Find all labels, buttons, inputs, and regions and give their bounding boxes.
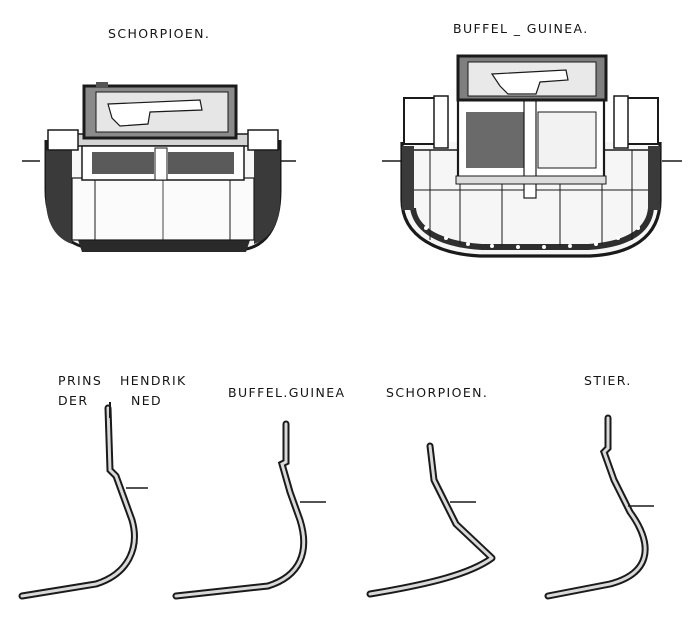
label-prins-line1a: PRINS xyxy=(58,373,103,388)
label-stier-profile: STIER. xyxy=(584,373,632,388)
label-prins-line2b: NED xyxy=(131,393,163,408)
label-schorpioen-profile: SCHORPIOEN. xyxy=(386,385,489,400)
label-prins-line1b: HENDRIK xyxy=(120,373,187,388)
profile-buffel-guinea xyxy=(172,420,326,600)
schorpioen-cross-section xyxy=(22,82,296,252)
buffel-guinea-cross-section xyxy=(382,54,682,258)
title-schorpioen-section: SCHORPIOEN. xyxy=(108,26,211,41)
profile-prins-hendrik xyxy=(18,402,148,600)
profile-stier xyxy=(544,414,654,600)
label-prins-line2a: DER xyxy=(58,393,89,408)
profile-schorpioen xyxy=(366,442,496,598)
label-buffel-guinea-profile: BUFFEL.GUINEA xyxy=(228,385,346,400)
title-buffel-guinea-section: BUFFEL _ GUINEA. xyxy=(453,21,589,36)
